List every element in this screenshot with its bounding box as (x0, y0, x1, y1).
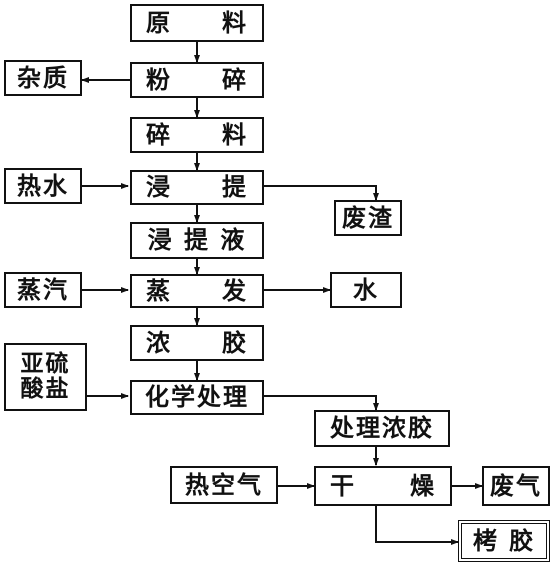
box-raw-material-char2: 料 (222, 8, 248, 37)
box-impurities: 杂质 (4, 60, 82, 96)
box-leaching-char2: 提 (222, 173, 248, 202)
box-drying: 干 燥 (314, 466, 452, 506)
box-exhaust-gas: 废气 (482, 466, 550, 506)
box-chemical-treatment: 化学处理 (130, 380, 264, 415)
box-hot-water-label: 热水 (17, 171, 69, 200)
box-water: 水 (330, 272, 402, 308)
arrow-leaching-to-waste (262, 185, 379, 201)
box-final-glue: 栲 胶 (458, 520, 550, 562)
arrow-drying-to-final (375, 505, 459, 545)
box-waste-residue-label: 废渣 (342, 203, 394, 232)
box-crushed-material-char2: 料 (222, 120, 248, 149)
box-hot-water: 热水 (4, 168, 82, 204)
box-treated-concentrated-glue-label: 处理浓胶 (330, 414, 434, 443)
box-hot-air: 热空气 (170, 466, 278, 504)
box-crushing: 粉 碎 (130, 62, 264, 98)
box-crushing-char1: 粉 (146, 65, 172, 94)
box-water-label: 水 (353, 275, 379, 304)
box-impurities-label: 杂质 (17, 63, 69, 92)
box-crushed-material-char1: 碎 (146, 120, 172, 149)
box-drying-char1: 干 (330, 471, 356, 500)
box-treated-concentrated-glue: 处理浓胶 (314, 410, 450, 447)
box-exhaust-gas-label: 废气 (490, 471, 542, 500)
box-leaching: 浸 提 (130, 170, 264, 205)
box-chemical-treatment-label: 化学处理 (145, 383, 249, 412)
box-sulfite-line2: 酸盐 (20, 376, 71, 402)
box-concentrated-glue: 浓 胶 (130, 325, 264, 361)
box-evaporation: 蒸 发 (130, 274, 264, 308)
arrow-chemical-to-treated (262, 395, 379, 411)
box-evaporation-char1: 蒸 (146, 276, 172, 305)
box-concentrated-glue-char1: 浓 (146, 328, 172, 357)
box-crushed-material: 碎 料 (130, 117, 264, 153)
box-leach-liquor: 浸 提 液 (130, 222, 264, 259)
box-sulfite-line1: 亚硫 (20, 350, 71, 377)
box-drying-char2: 燥 (410, 471, 436, 500)
box-hot-air-label: 热空气 (185, 470, 263, 499)
box-final-glue-label: 栲 胶 (472, 526, 536, 555)
box-evaporation-char2: 发 (222, 276, 248, 305)
box-crushing-char2: 碎 (222, 65, 248, 94)
box-concentrated-glue-char2: 胶 (222, 328, 248, 357)
box-sulfite: 亚硫 酸盐 (4, 343, 87, 411)
box-waste-residue: 废渣 (334, 200, 402, 236)
box-raw-material: 原 料 (130, 4, 264, 42)
box-raw-material-char1: 原 (146, 8, 172, 37)
box-leaching-char1: 浸 (146, 173, 172, 202)
box-leach-liquor-label: 浸 提 液 (147, 226, 247, 255)
box-steam-label: 蒸汽 (17, 275, 69, 304)
box-steam: 蒸汽 (4, 272, 82, 308)
